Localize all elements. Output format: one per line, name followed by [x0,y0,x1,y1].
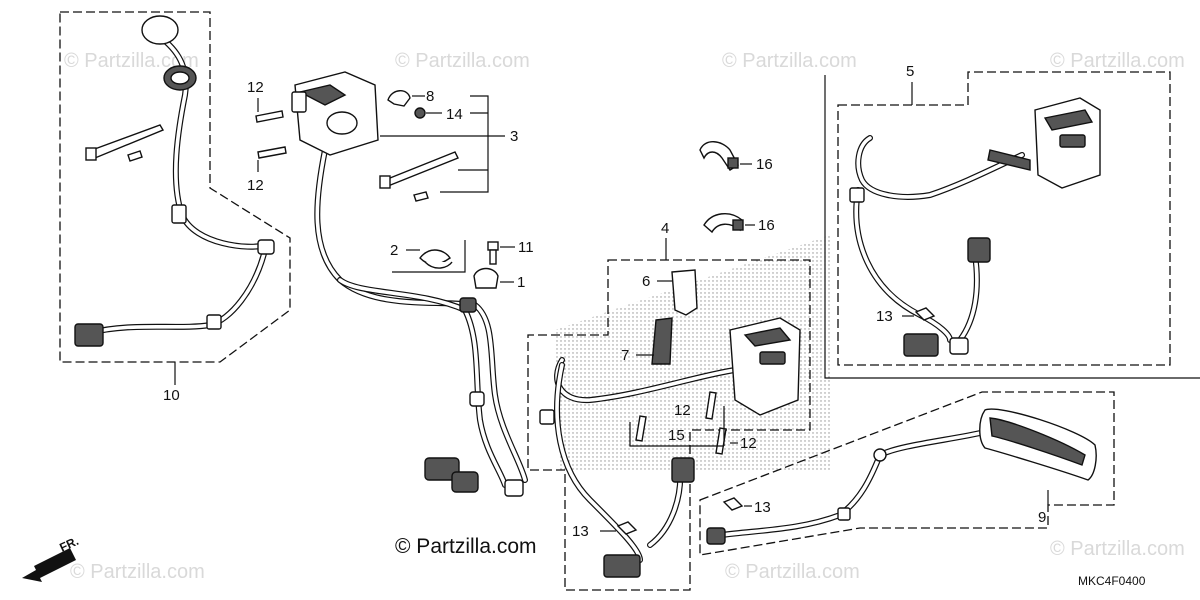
front-label: FR. [57,534,80,555]
watermark-main: © Partzilla.com [395,535,537,558]
part-13-clip[interactable] [722,497,744,511]
callout-10: 10 [163,387,180,404]
bracket-line [440,95,489,193]
callout-7: 7 [621,347,629,364]
group-5-frame [824,75,1200,379]
watermark: © Partzilla.com [722,50,857,72]
cable-tie[interactable] [384,151,459,187]
callout-16: 16 [758,217,775,234]
watermark: © Partzilla.com [64,50,199,72]
callout-11: 11 [518,239,534,256]
part-11-bolt[interactable] [487,241,499,265]
screw-15[interactable] [635,415,647,442]
leader-line [629,422,724,447]
callout-1: 1 [517,274,525,291]
callout-13: 13 [754,499,771,516]
part-9-grip-assembly[interactable] [706,408,1097,545]
part-3-assembly[interactable] [291,71,528,497]
callout-15: 15 [668,427,685,444]
diagram-code: MKC4F0400 [1078,574,1146,588]
watermark: © Partzilla.com [395,50,530,72]
callout-13: 13 [572,523,589,540]
part-16-band[interactable] [703,213,744,234]
callout-3: 3 [510,128,518,145]
part-13-clip[interactable] [616,521,638,535]
watermark: © Partzilla.com [1050,50,1185,72]
callout-12: 12 [247,79,264,96]
callout-4: 4 [661,220,669,237]
callout-16: 16 [756,156,773,173]
callout-12: 12 [247,177,264,194]
part-1-holder[interactable] [473,267,499,289]
group-4-boundary [527,259,811,591]
part-14-nut[interactable] [414,107,426,119]
part-4-assembly[interactable] [539,269,801,578]
callout-9: 9 [1038,509,1046,526]
group-10-boundary [59,11,291,363]
bracket-line [392,240,466,273]
part-16-band[interactable] [699,141,739,171]
cable-tie-head [379,175,391,189]
watermark: © Partzilla.com [725,561,860,583]
watermarks: © Partzilla.com © Partzilla.com © Partzi… [64,50,1185,583]
group-5-boundary [837,71,1171,366]
screw-12[interactable] [257,146,287,159]
callout-12: 12 [674,402,691,419]
part-13-clip[interactable] [914,307,936,321]
callout-12: 12 [740,435,757,452]
part-8-clip[interactable] [387,90,411,107]
part-5-assembly[interactable] [849,97,1101,357]
watermark: © Partzilla.com [1050,538,1185,560]
part-10-assembly[interactable] [74,15,275,347]
screw[interactable] [413,191,429,202]
callout-2: 2 [390,242,398,259]
front-arrow-icon [22,548,76,582]
callout-5: 5 [906,63,914,80]
callout-6: 6 [642,273,650,290]
callout-14: 14 [446,106,463,123]
callout-8: 8 [426,88,434,105]
screw-12[interactable] [705,391,717,420]
callout-13: 13 [876,308,893,325]
watermark: © Partzilla.com [70,561,205,583]
part-2-clamp[interactable] [419,249,453,269]
screw-12[interactable] [255,110,284,123]
